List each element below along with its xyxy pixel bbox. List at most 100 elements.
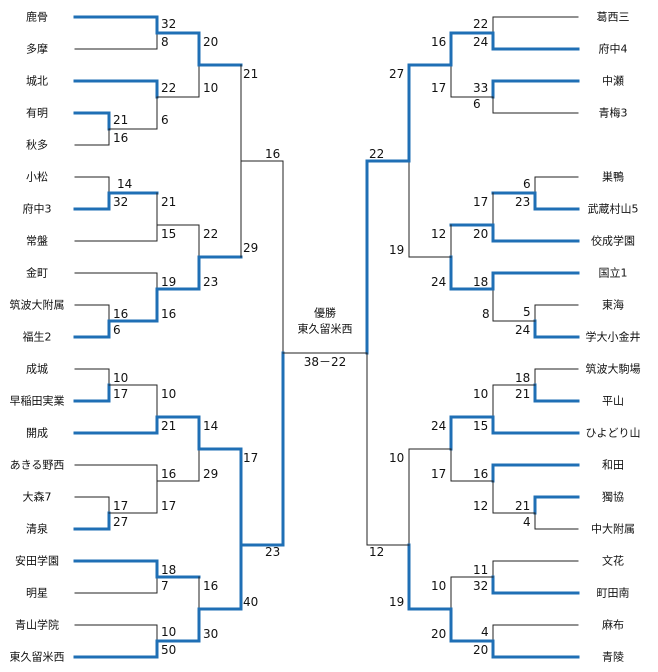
score: 16 xyxy=(203,579,218,593)
score: 21 xyxy=(515,387,530,401)
champion-title: 優勝 xyxy=(314,306,336,320)
score: 40 xyxy=(243,595,258,609)
score: 14 xyxy=(117,177,132,191)
score: 10 xyxy=(203,81,218,95)
score: 33 xyxy=(473,81,488,95)
team-name: 筑波大駒場 xyxy=(586,362,641,376)
score: 20 xyxy=(203,35,218,49)
score: 15 xyxy=(473,419,488,433)
score: 21 xyxy=(515,499,530,513)
score: 27 xyxy=(113,515,128,529)
score: 8 xyxy=(161,35,169,49)
score: 10 xyxy=(389,451,404,465)
team-name: 小松 xyxy=(26,170,48,184)
score: 17 xyxy=(431,81,446,95)
score: 16 xyxy=(113,307,128,321)
team-name: 麻布 xyxy=(602,618,624,632)
score: 21 xyxy=(243,67,258,81)
score: 23 xyxy=(265,545,280,559)
score: 10 xyxy=(113,371,128,385)
score: 24 xyxy=(431,275,446,289)
team-name: 佼成学園 xyxy=(591,234,635,248)
team-name: 早稲田実業 xyxy=(10,394,65,408)
score: 6 xyxy=(473,97,481,111)
score: 17 xyxy=(431,467,446,481)
team-name: 青山学院 xyxy=(15,618,59,632)
team-name: 鹿骨 xyxy=(26,10,48,24)
score: 18 xyxy=(161,563,176,577)
team-name: 国立1 xyxy=(599,266,628,280)
team-name: 中瀬 xyxy=(602,74,624,88)
score: 12 xyxy=(473,499,488,513)
bracket-lines xyxy=(73,15,580,659)
score: 22 xyxy=(369,147,384,161)
score: 22 xyxy=(203,227,218,241)
team-name: 開成 xyxy=(26,427,48,440)
score: 50 xyxy=(161,643,176,657)
team-name: 武蔵村山5 xyxy=(588,202,639,216)
team-name: 青陵 xyxy=(602,651,624,664)
score: 32 xyxy=(473,579,488,593)
team-name: 城北 xyxy=(26,75,48,88)
score: 17 xyxy=(161,499,176,513)
score: 16 xyxy=(113,131,128,145)
score: 19 xyxy=(161,275,176,289)
team-name: 和田 xyxy=(602,459,624,472)
team-name: 府中4 xyxy=(599,42,628,56)
team-name: 青梅3 xyxy=(599,106,628,120)
score: 15 xyxy=(161,227,176,241)
score: 20 xyxy=(431,627,446,641)
score: 17 xyxy=(113,499,128,513)
team-name: 中大附属 xyxy=(591,522,635,536)
score: 29 xyxy=(243,241,258,255)
score: 24 xyxy=(515,323,530,337)
score: 20 xyxy=(473,643,488,657)
score: 10 xyxy=(161,387,176,401)
score: 16 xyxy=(161,307,176,321)
team-name: 葛西三 xyxy=(597,11,630,24)
team-name: 平山 xyxy=(602,395,624,408)
score: 19 xyxy=(389,243,404,257)
bracket-labels: 鹿骨多摩城北有明秋多小松府中3常盤金町筑波大附属福生2成城早稲田実業開成あきる野… xyxy=(10,10,641,664)
score: 10 xyxy=(161,625,176,639)
score: 22 xyxy=(161,81,176,95)
score: 23 xyxy=(515,195,530,209)
score: 6 xyxy=(113,323,121,337)
team-name: 東久留米西 xyxy=(10,651,65,664)
score: 16 xyxy=(473,467,488,481)
score: 20 xyxy=(473,227,488,241)
team-name: 福生2 xyxy=(23,330,52,344)
score: 21 xyxy=(113,113,128,127)
score: 12 xyxy=(369,545,384,559)
score: 21 xyxy=(161,195,176,209)
team-name: 明星 xyxy=(26,587,48,600)
team-name: 筑波大附属 xyxy=(10,298,65,312)
score: 24 xyxy=(473,35,488,49)
score: 30 xyxy=(203,627,218,641)
team-name: 秋多 xyxy=(26,138,48,152)
score: 4 xyxy=(481,625,489,639)
score: 12 xyxy=(431,227,446,241)
score: 18 xyxy=(515,371,530,385)
team-name: 巣鴨 xyxy=(602,170,624,184)
team-name: 有明 xyxy=(26,106,48,120)
score: 10 xyxy=(431,579,446,593)
score: 27 xyxy=(389,67,404,81)
score: 21 xyxy=(161,419,176,433)
score: 16 xyxy=(265,147,280,161)
team-name: 安田学園 xyxy=(15,554,59,568)
team-name: 成城 xyxy=(26,363,48,376)
team-name: 府中3 xyxy=(23,202,52,216)
team-name: 多摩 xyxy=(26,42,48,56)
team-name: 常盤 xyxy=(26,235,48,248)
score: 17 xyxy=(473,195,488,209)
score: 6 xyxy=(161,113,169,127)
score: 18 xyxy=(473,275,488,289)
champion-team: 東久留米西 xyxy=(298,323,353,336)
score: 16 xyxy=(431,35,446,49)
team-name: 金町 xyxy=(26,266,48,280)
score: 29 xyxy=(203,467,218,481)
team-name: 大森7 xyxy=(23,490,52,504)
score: 7 xyxy=(161,579,169,593)
score: 4 xyxy=(523,515,531,529)
